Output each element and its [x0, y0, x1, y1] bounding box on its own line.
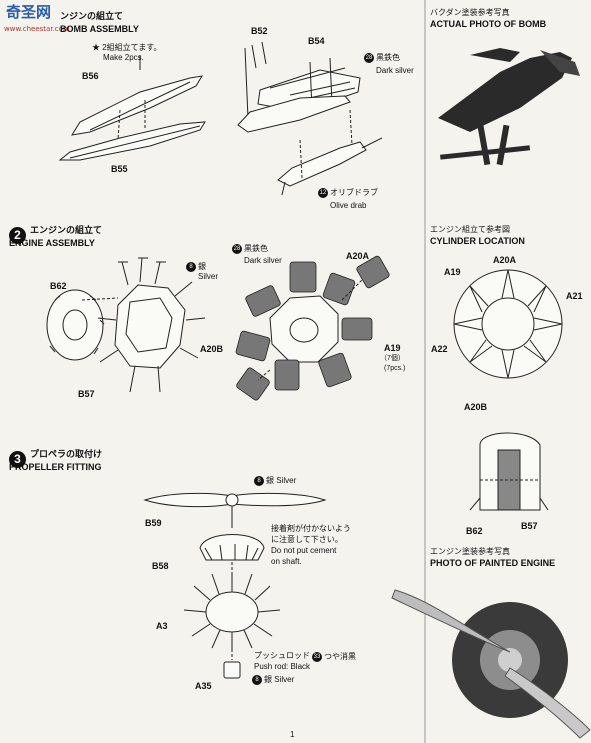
part-label-b56: B56 [82, 71, 99, 81]
step1-paint1-en: Dark silver [376, 66, 414, 75]
paint-number-badge: 33 [312, 652, 322, 662]
paint-number-badge: 12 [318, 188, 328, 198]
step2-number-badge: 2 [9, 227, 26, 244]
part-label-b52: B52 [251, 26, 268, 36]
pushrod-note-en: Push rod: Black [254, 662, 311, 671]
paint-name-jp: 黒鉄色 [244, 244, 268, 254]
part-label-b62: B62 [50, 281, 67, 291]
step2-paint1-en: Silver [198, 272, 219, 281]
part-label-b59: B59 [145, 518, 162, 528]
cylinder-title-jp: エンジン組立て参考図 [430, 225, 510, 234]
cyl-label-a21: A21 [566, 291, 583, 301]
paint-number-badge: 28 [232, 244, 242, 254]
bomb-photo [438, 48, 580, 166]
cyl-label-a19: A19 [444, 267, 461, 277]
painted-engine-photo [391, 589, 591, 739]
paint-name-jp: 銀 [264, 675, 272, 685]
step1-paint2-en: Olive drab [330, 201, 367, 210]
step1-note-en: Make 2pcs. [103, 53, 144, 62]
page-number: 1 [290, 730, 295, 739]
pushrod-note-jp: プッシュロッド [254, 651, 310, 660]
cement-note-jp-1: 接着剤が付かないよう [271, 524, 351, 533]
paint-number-badge: 8 [252, 675, 262, 685]
step2-title-en: ENGINE ASSEMBLY [9, 238, 95, 248]
paint-name-jp: 銀 [198, 262, 206, 272]
paint-name-jp: 黒鉄色 [376, 53, 400, 63]
part-label-b55: B55 [111, 164, 128, 174]
watermark-url: www.cheestar.com [4, 25, 70, 33]
crankcase-detail-diagram [469, 432, 549, 511]
bomb-halves-drawing [58, 55, 206, 161]
step3-title-jp: プロペラの取付け [30, 449, 103, 459]
step2-title-jp: エンジンの組立て [30, 225, 103, 235]
part-label-b58: B58 [152, 561, 169, 571]
bomb-photo-title-jp: バクダン塗装参考写真 [430, 8, 510, 17]
part-label-a20a: A20A [346, 251, 370, 261]
part-label-b54: B54 [308, 36, 325, 46]
cyl-label-a20a: A20A [493, 255, 517, 265]
paint-number-badge: 8 [254, 476, 264, 486]
bomb-photo-title-en: ACTUAL PHOTO OF BOMB [430, 19, 547, 29]
detail-label-b62: B62 [466, 526, 483, 536]
cyl-label-a22: A22 [431, 344, 448, 354]
step1-title-jp: ンジンの組立て [60, 11, 124, 21]
watermark-brand: 奇圣网 [6, 3, 52, 21]
paint-number-badge: 28 [364, 53, 374, 63]
step3-number-badge: 3 [9, 451, 26, 468]
paint-number-badge: 8 [186, 262, 196, 272]
watermark-logo: 奇圣网 www.cheestar.com [4, 2, 76, 40]
paint-name-en: Silver [276, 476, 297, 486]
cyl-label-a20b: A20B [464, 402, 488, 412]
step1-note-jp: ★ 2組組立てます。 [92, 43, 162, 52]
cylinder-location-diagram [453, 269, 563, 379]
paint-name-en: Silver [274, 675, 295, 685]
part-label-a19: A19 [384, 343, 401, 353]
cement-note-en-2: on shaft. [271, 557, 302, 566]
step1-title-en: BOMB ASSEMBLY [60, 24, 139, 34]
part-label-a35: A35 [195, 681, 212, 691]
step3-title-en: PROPELLER FITTING [9, 462, 102, 472]
engine-photo-title-jp: エンジン塗装参考写真 [430, 547, 510, 556]
part-label-a20b: A20B [200, 344, 224, 354]
step2-qty-jp: （7個） [380, 355, 405, 362]
cylinder-title-en: CYLINDER LOCATION [430, 236, 525, 246]
propeller-drawing [143, 492, 327, 679]
cement-note-en-1: Do not put cement [271, 546, 337, 555]
part-label-b57: B57 [78, 389, 95, 399]
cement-note-jp-2: に注意して下さい。 [271, 535, 343, 544]
bomb-rack-drawing [237, 41, 383, 196]
engine-crankcase-drawing [46, 257, 206, 393]
paint-name-jp: 銀 [266, 476, 274, 486]
engine-photo-title-en: PHOTO OF PAINTED ENGINE [430, 558, 556, 568]
step2-paint2-en: Dark silver [244, 256, 282, 265]
paint-name-jp: オリブドラブ [330, 188, 378, 198]
part-label-a3: A3 [156, 621, 168, 631]
paint-name-jp: つや消黒 [324, 652, 356, 662]
detail-label-b57: B57 [521, 521, 538, 531]
step2-qty-en: (7pcs.) [384, 365, 406, 372]
radial-cylinder-drawing [235, 255, 390, 401]
